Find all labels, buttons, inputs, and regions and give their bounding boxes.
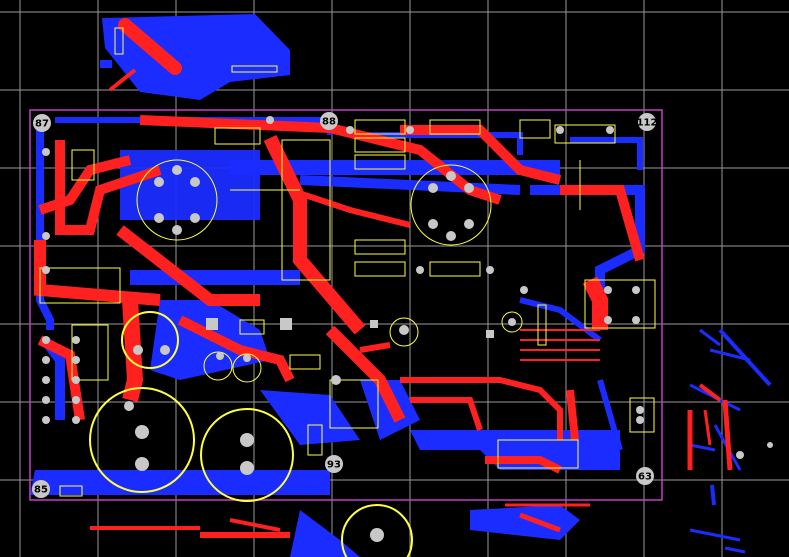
marker-circle — [636, 467, 654, 485]
marker-label: 93 — [327, 460, 341, 471]
marker-circle — [33, 114, 51, 132]
marker-circle — [638, 113, 656, 131]
marker-label: 85 — [34, 485, 48, 496]
bottom-copper-layer — [30, 14, 772, 557]
marker-circle — [320, 112, 338, 130]
board-outline — [29, 109, 663, 501]
marker-label: 88 — [322, 117, 336, 128]
marker-85: 85 — [32, 480, 50, 498]
marker-112: 112 — [637, 113, 658, 131]
marker-63: 63 — [636, 467, 654, 485]
pads-layer — [42, 116, 773, 542]
marker-87: 87 — [33, 114, 51, 132]
top-copper-layer — [34, 18, 733, 538]
marker-88: 88 — [320, 112, 338, 130]
marker-layer: 87 88 112 93 85 63 — [32, 112, 657, 498]
marker-label: 87 — [35, 119, 49, 130]
marker-label: 112 — [637, 118, 658, 129]
marker-circle — [32, 480, 50, 498]
marker-93: 93 — [325, 455, 343, 473]
marker-label: 63 — [638, 472, 652, 483]
silkscreen-layer — [39, 27, 656, 557]
marker-circle — [325, 455, 343, 473]
